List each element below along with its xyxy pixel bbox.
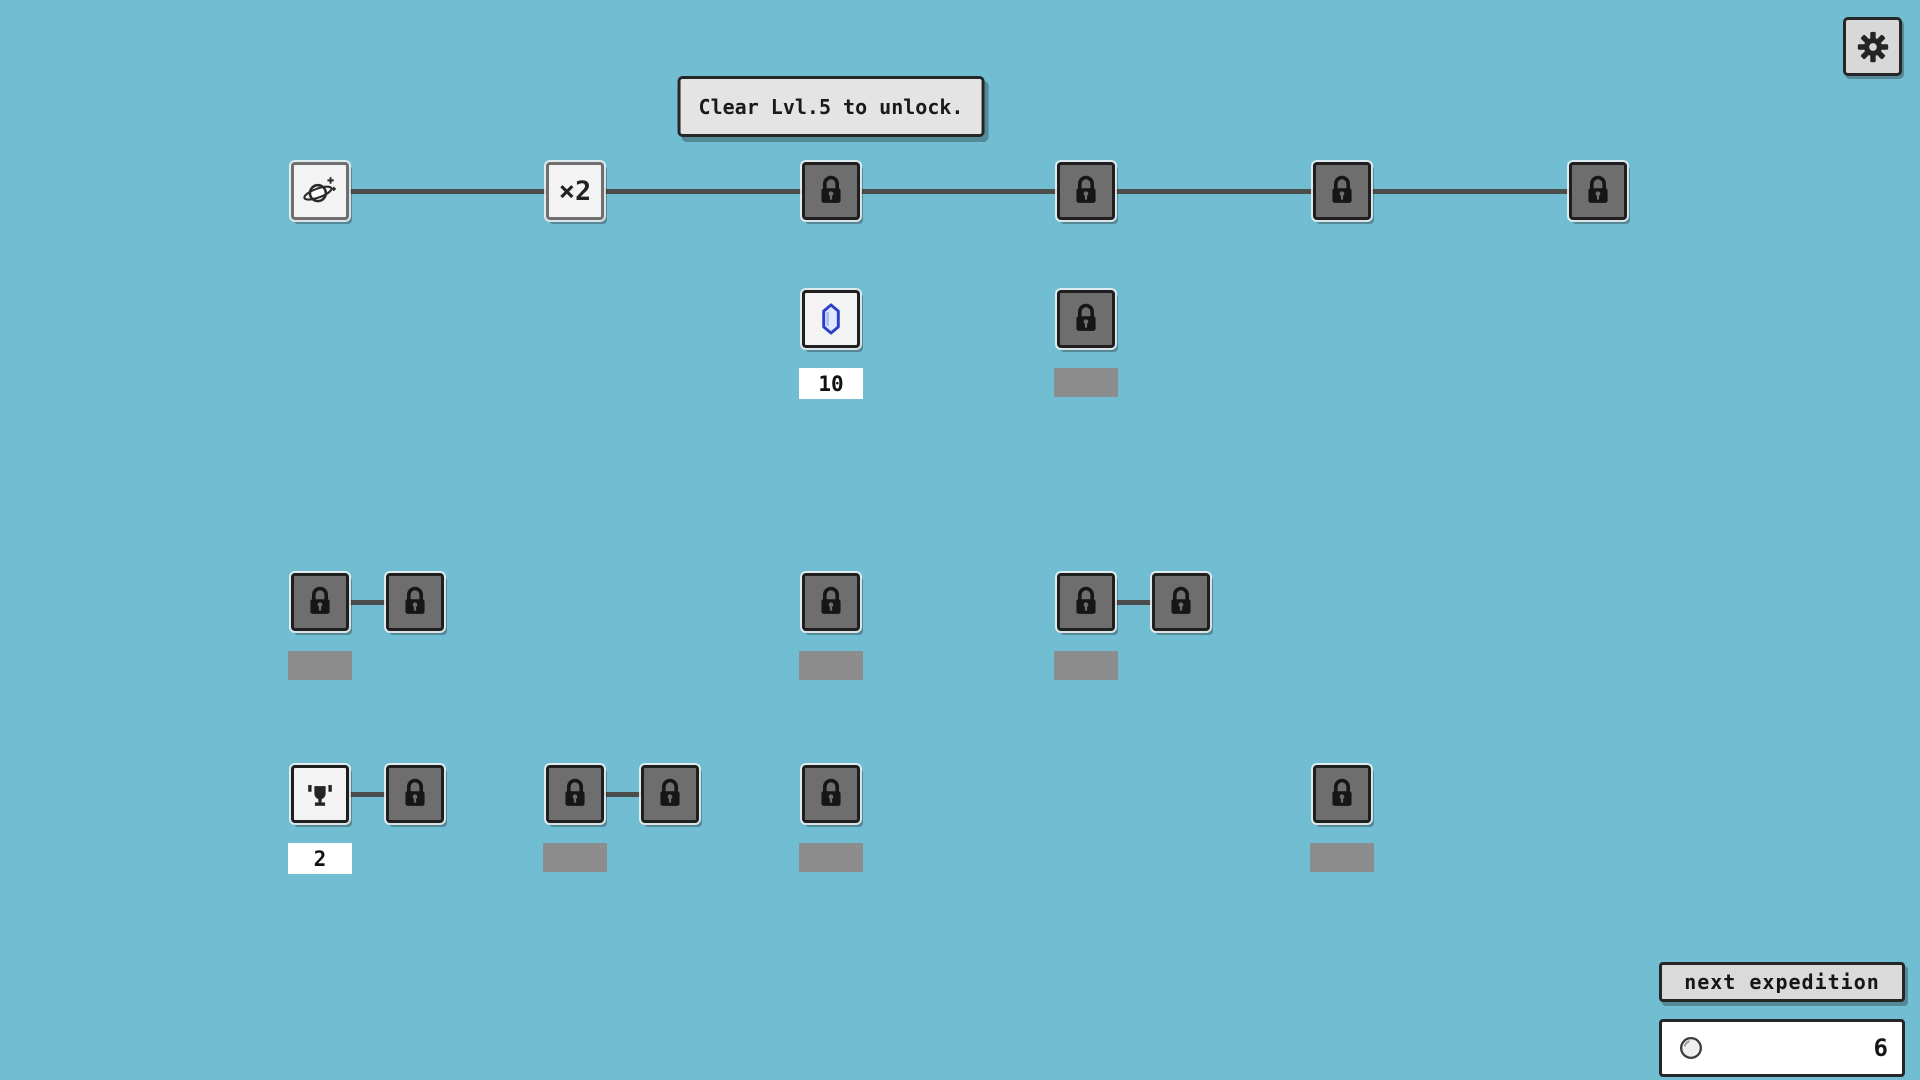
gear-icon — [1855, 29, 1891, 65]
price-hidden-box — [1054, 651, 1118, 680]
locked-node[interactable] — [802, 573, 860, 631]
price-hidden-box — [543, 843, 607, 872]
connector-line — [1342, 189, 1598, 194]
lock-icon — [1324, 776, 1360, 812]
trophy-node[interactable] — [291, 765, 349, 823]
planet-node[interactable] — [291, 162, 349, 220]
connector-line — [1086, 600, 1181, 605]
locked-node[interactable] — [546, 765, 604, 823]
lock-icon — [1068, 173, 1104, 209]
locked-node[interactable] — [802, 765, 860, 823]
coin-icon — [1676, 1033, 1706, 1063]
lock-icon — [813, 173, 849, 209]
next-expedition-button[interactable]: next expedition — [1659, 962, 1905, 1002]
connector-line — [1086, 189, 1342, 194]
lock-icon — [397, 776, 433, 812]
x2-node[interactable]: ×2 — [546, 162, 604, 220]
price-hidden-box — [1310, 843, 1374, 872]
locked-node[interactable] — [1569, 162, 1627, 220]
unlock-tooltip-text: Clear Lvl.5 to unlock. — [698, 94, 964, 119]
price-hidden-box — [799, 843, 863, 872]
planet-icon — [302, 173, 338, 209]
trophy-icon — [302, 776, 338, 812]
locked-node[interactable] — [1313, 765, 1371, 823]
connector-line — [320, 792, 415, 797]
locked-node[interactable] — [1152, 573, 1210, 631]
lock-icon — [652, 776, 688, 812]
settings-button[interactable] — [1843, 17, 1902, 76]
connector-line — [575, 189, 831, 194]
price-label: 2 — [288, 843, 352, 874]
locked-node[interactable] — [386, 765, 444, 823]
currency-amount: 6 — [1873, 1034, 1888, 1062]
lock-icon — [1068, 584, 1104, 620]
price-hidden-box — [288, 651, 352, 680]
lock-icon — [813, 776, 849, 812]
lock-icon — [1068, 301, 1104, 337]
connector-line — [575, 792, 670, 797]
locked-node[interactable] — [386, 573, 444, 631]
locked-node[interactable] — [641, 765, 699, 823]
gem-node[interactable] — [802, 290, 860, 348]
lock-icon — [302, 584, 338, 620]
currency-panel: 6 — [1659, 1019, 1905, 1077]
locked-node[interactable] — [1313, 162, 1371, 220]
price-hidden-box — [799, 651, 863, 680]
lock-icon — [557, 776, 593, 812]
lock-icon — [1163, 584, 1199, 620]
locked-node[interactable] — [1057, 573, 1115, 631]
locked-node[interactable] — [291, 573, 349, 631]
locked-node[interactable] — [802, 162, 860, 220]
unlock-tooltip: Clear Lvl.5 to unlock. — [677, 76, 985, 137]
price-label: 10 — [799, 368, 863, 399]
connector-line — [320, 189, 575, 194]
connector-line — [320, 600, 415, 605]
multiplier-label: ×2 — [558, 175, 592, 207]
connector-line — [831, 189, 1086, 194]
lock-icon — [813, 584, 849, 620]
price-hidden-box — [1054, 368, 1118, 397]
locked-node[interactable] — [1057, 290, 1115, 348]
lock-icon — [397, 584, 433, 620]
lock-icon — [1580, 173, 1616, 209]
gem-icon — [813, 301, 849, 337]
locked-node[interactable] — [1057, 162, 1115, 220]
lock-icon — [1324, 173, 1360, 209]
